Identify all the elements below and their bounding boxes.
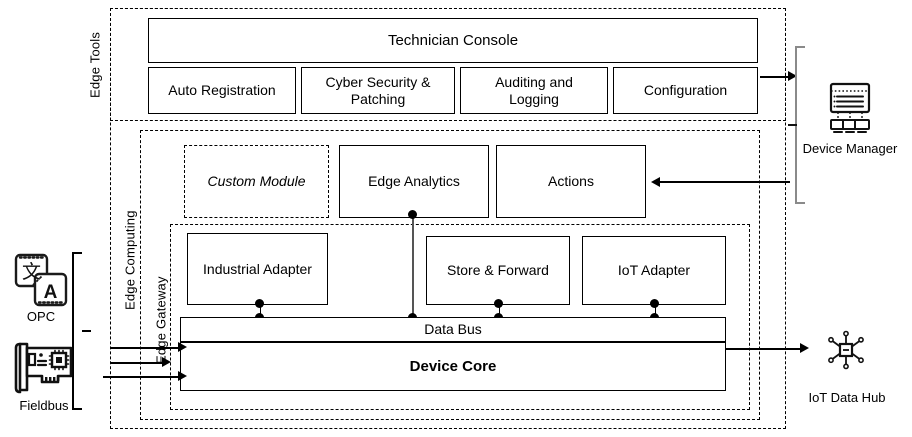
arrow-device-core-to-iot-hub-line (726, 348, 802, 350)
edge-computing-zone (140, 130, 760, 420)
arrow-fieldbus-to-device-core-head (178, 371, 187, 381)
adapter-box-iot-adapter[interactable]: IoT Adapter (582, 236, 726, 305)
connector-edge-analytics-to-data-bus (412, 214, 414, 323)
left-source-bracket-tick (82, 330, 91, 332)
arrow-tools-to-device-manager-head (788, 71, 797, 81)
module-box-custom-module[interactable]: Custom Module (184, 145, 329, 218)
device-manager-icon (822, 82, 878, 145)
iot-data-hub-caption: IoT Data Hub (808, 390, 886, 405)
edge-gateway-label: Edge Gateway (153, 276, 169, 364)
connector-dot-store-forward (494, 299, 503, 308)
translate-icon: 文 A (13, 252, 69, 313)
opc-caption: OPC (26, 309, 56, 324)
device-manager-bracket-tick (788, 124, 797, 126)
connector-dot-industrial-adapter (255, 299, 264, 308)
module-box-edge-analytics[interactable]: Edge Analytics (339, 145, 489, 218)
technician-console-box[interactable]: Technician Console (148, 18, 758, 63)
edge-tools-label: Edge Tools (87, 31, 103, 98)
svg-text:文: 文 (22, 261, 41, 283)
iot-hub-icon (824, 328, 868, 377)
connector-store-forward-to-data-bus (499, 300, 500, 320)
arrow-middle-input-head (162, 357, 171, 367)
svg-text:A: A (44, 282, 58, 303)
network-card-icon (10, 340, 78, 401)
arrow-opc-to-device-core-head (178, 342, 187, 352)
arrow-device-manager-to-actions-head (651, 177, 660, 187)
connector-dot-edge-analytics (408, 210, 417, 219)
adapter-box-industrial-adapter[interactable]: Industrial Adapter (187, 233, 328, 305)
left-source-bracket (72, 252, 82, 410)
edge-gateway-zone (170, 224, 750, 410)
tool-box-auditing-logging[interactable]: Auditing and Logging (460, 67, 608, 114)
module-box-actions[interactable]: Actions (496, 145, 646, 218)
arrow-fieldbus-to-device-core-line (103, 376, 180, 378)
fieldbus-caption: Fieldbus (19, 398, 69, 413)
arrow-opc-to-device-core-line (110, 347, 180, 349)
connector-iot-adapter-to-data-bus (655, 300, 656, 320)
connector-industrial-adapter-to-data-bus (260, 300, 261, 320)
tool-box-configuration[interactable]: Configuration (613, 67, 758, 114)
device-core-box[interactable]: Device Core (180, 342, 726, 391)
arrow-middle-input-line (110, 362, 164, 364)
device-manager-caption: Device Manager (802, 141, 898, 156)
tool-box-cyber-security-patching[interactable]: Cyber Security & Patching (301, 67, 455, 114)
edge-tools-zone (110, 8, 786, 121)
connector-dot-iot-adapter (650, 299, 659, 308)
arrow-tools-to-device-manager-line (760, 76, 790, 78)
edge-computing-label: Edge Computing (122, 210, 138, 310)
tool-box-auto-registration[interactable]: Auto Registration (148, 67, 296, 114)
arrow-device-core-to-iot-hub-head (800, 343, 809, 353)
adapter-box-store-forward[interactable]: Store & Forward (426, 236, 570, 305)
data-bus-box[interactable]: Data Bus (180, 317, 726, 342)
arrow-device-manager-to-actions-line (660, 181, 790, 183)
